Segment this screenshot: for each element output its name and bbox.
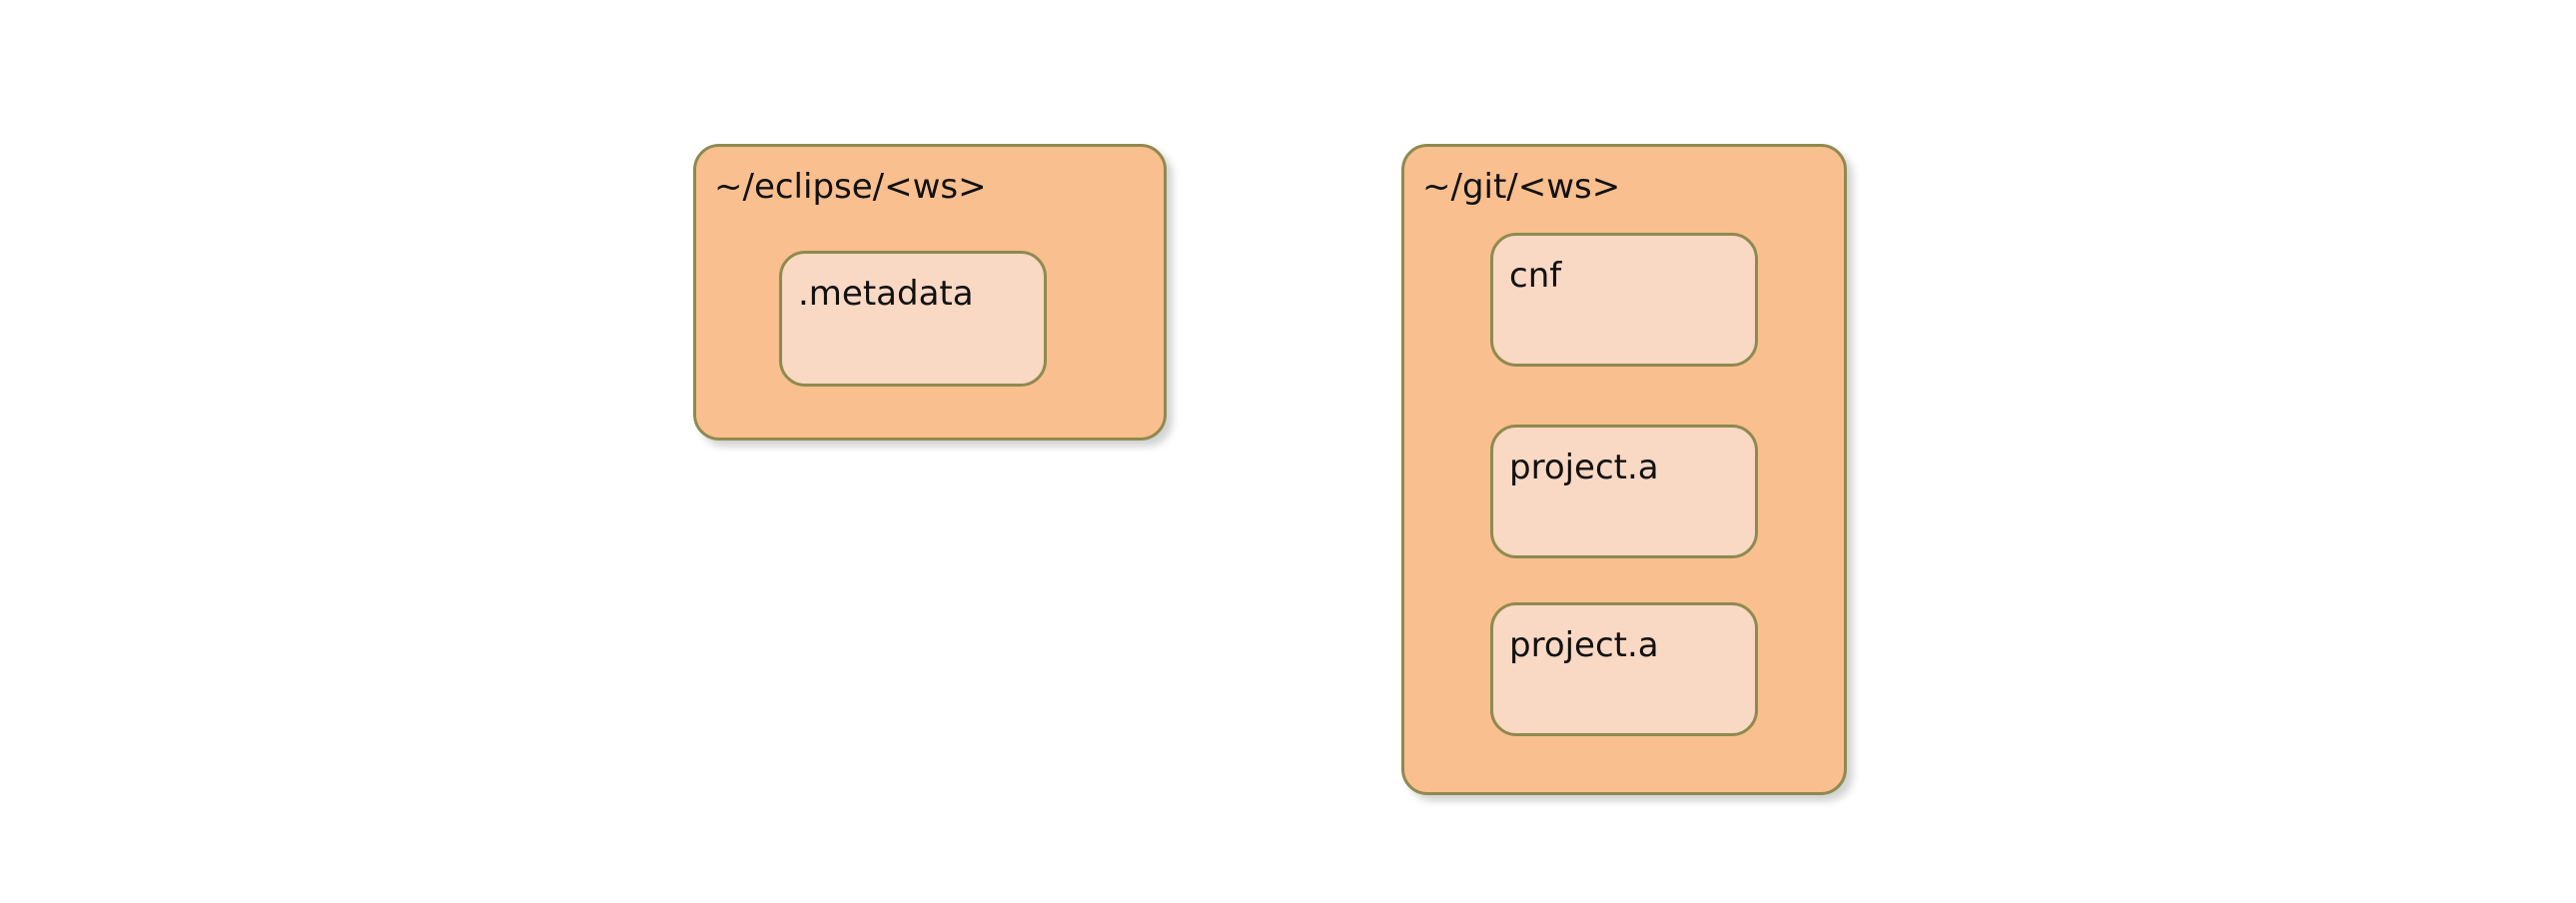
project-a-folder-label: project.a <box>1509 448 1659 487</box>
git-workspace-label: ~/git/<ws> <box>1422 167 1621 207</box>
eclipse-workspace-box: ~/eclipse/<ws> .metadata <box>693 144 1167 441</box>
eclipse-workspace-label: ~/eclipse/<ws> <box>714 167 987 207</box>
project-a-second-folder-label: project.a <box>1509 625 1659 665</box>
project-a-second-folder-box: project.a <box>1490 602 1758 736</box>
cnf-folder-label: cnf <box>1509 256 1562 296</box>
cnf-folder-box: cnf <box>1490 233 1758 367</box>
metadata-folder-box: .metadata <box>779 251 1047 387</box>
project-a-folder-box: project.a <box>1490 425 1758 558</box>
git-workspace-box: ~/git/<ws> cnf project.a project.a <box>1401 144 1847 795</box>
metadata-folder-label: .metadata <box>798 274 974 314</box>
